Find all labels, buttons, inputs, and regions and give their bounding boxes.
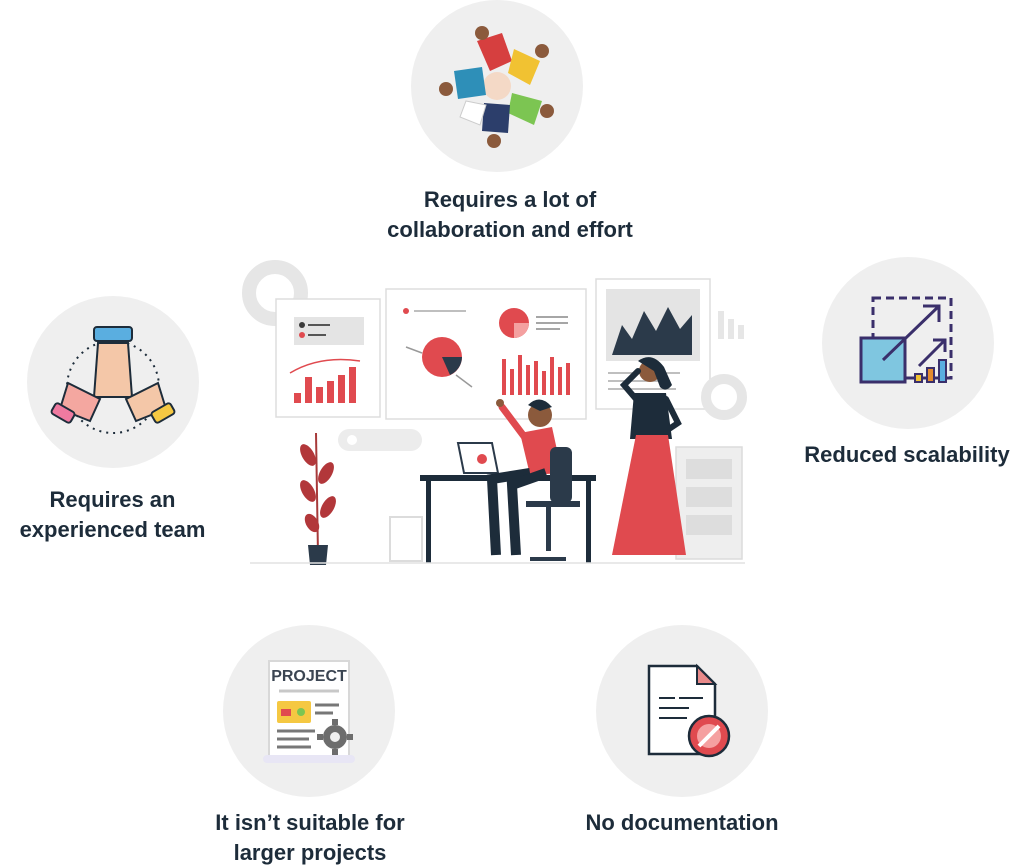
left-node-circle [27, 296, 199, 468]
right-node-circle [822, 257, 994, 429]
bottom-right-node-label: No documentation [585, 810, 779, 835]
hands-together-icon [50, 326, 176, 434]
right-node-label: Reduced scalability [804, 442, 1010, 467]
project-document-icon: PROJECT [263, 660, 355, 763]
team-collaboration-icon [439, 26, 554, 148]
scalability-icon [859, 296, 953, 384]
left-node-label: Requires an experienced team [19, 487, 206, 542]
bottom-right-node-circle [596, 625, 768, 797]
center-analytics-illustration [242, 260, 747, 565]
top-node-circle [411, 0, 583, 172]
project-icon-text: PROJECT [271, 668, 347, 685]
bottom-left-node-label: It isn’t suitable for larger projects [215, 810, 405, 865]
top-node-label: Requires a lot of collaboration and effo… [387, 187, 633, 242]
no-document-icon [647, 663, 731, 758]
bottom-left-node-circle: PROJECT [223, 625, 395, 797]
